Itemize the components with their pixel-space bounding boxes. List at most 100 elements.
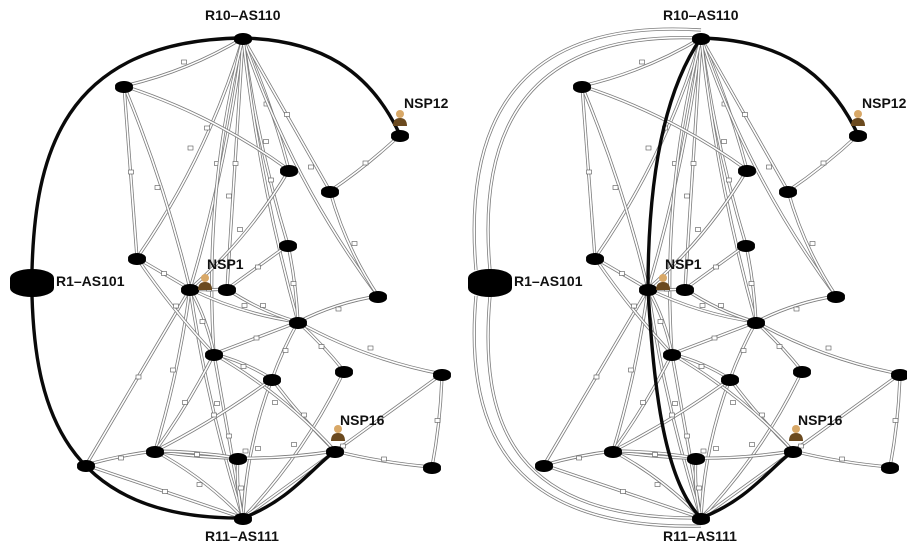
router-icon (737, 240, 755, 252)
router-icon (535, 460, 553, 472)
router-icon (369, 291, 387, 303)
edge-tag (240, 364, 247, 369)
edge-tag (226, 433, 232, 439)
edge-tag (620, 489, 626, 494)
selected-path-edge (646, 288, 703, 520)
link-edge-inner (581, 85, 748, 171)
router-icon (784, 446, 802, 458)
router-icon (326, 446, 344, 458)
router-icon (289, 317, 307, 329)
router-icon (146, 446, 164, 458)
link-edge-inner (213, 353, 336, 452)
edge-tag (699, 303, 706, 308)
outer-link-edge-inner (487, 36, 702, 271)
edge-tag (308, 164, 314, 170)
nsp12-label: NSP12 (404, 95, 449, 111)
edge-tag (713, 446, 719, 451)
router-icon (234, 513, 252, 525)
router-icon (747, 317, 765, 329)
selected-path-edge (242, 36, 402, 136)
person-icon (393, 110, 407, 126)
edge-tag (576, 455, 582, 461)
edge-tag (645, 145, 652, 151)
link-edge-inner (647, 288, 702, 519)
router-icon (849, 130, 867, 142)
edge-tag (695, 227, 701, 232)
nsp12-label: NSP12 (862, 95, 907, 111)
router-icon (827, 291, 845, 303)
router-icon (423, 462, 441, 474)
link-edge-inner (594, 37, 702, 259)
edge-tag (696, 485, 702, 491)
nsp16-label: NSP16 (798, 412, 843, 428)
right-panel: R10–AS110 R11–AS111 R1–AS101 NSP1 NSP12 … (468, 7, 907, 544)
edge-tag (182, 400, 188, 405)
edge-tag (766, 164, 772, 170)
edge-tag (825, 345, 832, 351)
link-edge-inner (189, 288, 299, 323)
edge-tag (586, 169, 592, 175)
edge-tag (798, 443, 804, 449)
edge-tag (162, 489, 168, 494)
edge-tag (351, 241, 358, 246)
link-edge-inner (123, 37, 244, 87)
link-edge-inner (700, 378, 731, 519)
link-edge-inner (647, 288, 757, 323)
edge-tag (291, 442, 297, 447)
selected-path-edge (30, 36, 244, 271)
router-icon (676, 284, 694, 296)
router-icon (321, 186, 339, 198)
router-icon (793, 366, 811, 378)
edge-tag (242, 448, 249, 454)
edge-tag (593, 374, 600, 380)
edge-tag (161, 271, 167, 276)
selected-path-edge (242, 449, 337, 520)
router-icon (573, 81, 591, 93)
edge-tag (238, 485, 244, 491)
edge-tag (268, 177, 274, 183)
edge-tag (726, 177, 732, 183)
router-icon (181, 284, 199, 296)
left-panel: R10–AS110 R11–AS111 R1–AS101 NSP1 NSP12 … (10, 7, 451, 544)
link-edge-inner (700, 37, 837, 297)
router-icon (433, 369, 451, 381)
router-icon (468, 269, 512, 297)
edge-tag (118, 455, 124, 461)
link-edge-inner (242, 37, 299, 323)
link-edge-inner (123, 85, 191, 290)
edge-tag (340, 443, 346, 449)
link-edge-inner (297, 321, 443, 375)
edge-tag (628, 367, 634, 373)
edge-tag (820, 160, 827, 166)
link-edge-inner (671, 353, 794, 452)
link-edge-inner (242, 378, 273, 519)
edge-tag (194, 452, 200, 457)
edge-tag (793, 306, 800, 312)
link-edge-inner (755, 321, 901, 375)
link-edge-inner (581, 85, 649, 290)
edge-tag (301, 412, 307, 418)
nsp1-label: NSP1 (207, 256, 244, 272)
outer-link-edge-inner (473, 295, 702, 527)
edge-tag (170, 367, 176, 373)
edge-tag (135, 374, 142, 380)
edge-tag (654, 482, 661, 487)
left-router-label: R1–AS101 (514, 273, 583, 289)
edge-tag (711, 335, 718, 341)
edge-tag (318, 344, 325, 349)
edge-tag (759, 412, 765, 418)
router-icon (218, 284, 236, 296)
router-icon (687, 453, 705, 465)
router-icon (639, 284, 657, 296)
router-icon (881, 462, 899, 474)
link-edge-inner (189, 37, 244, 290)
edge-tag (434, 418, 441, 423)
router-icon (779, 186, 797, 198)
edge-tag (631, 303, 637, 309)
nsp1-label: NSP1 (665, 256, 702, 272)
edge-tag (241, 303, 248, 308)
edge-tag (657, 319, 664, 324)
edge-tag (260, 303, 266, 308)
selected-path-edge (700, 36, 860, 136)
